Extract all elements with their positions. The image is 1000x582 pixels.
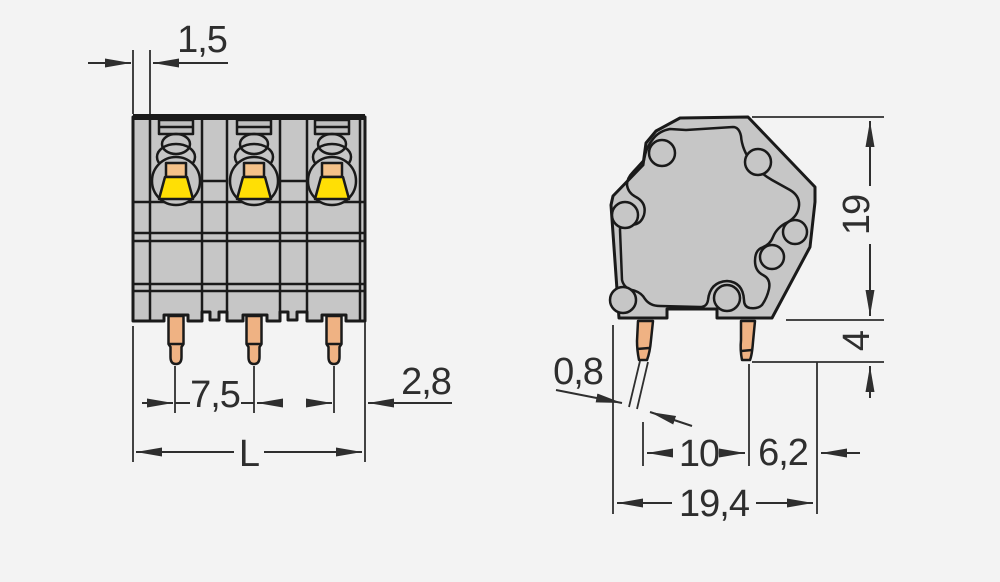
dim-height: 19 — [836, 195, 878, 235]
extension-lines — [612, 116, 884, 514]
extension-lines — [132, 50, 366, 462]
dim-depth: 19,4 — [679, 483, 750, 525]
dim-pin-to-edge: 2,8 — [401, 361, 451, 403]
push-button-actuator — [313, 175, 351, 201]
dim-total-length: L — [239, 433, 259, 475]
dim-pin-pitch: 7,5 — [190, 374, 240, 416]
push-button-actuator — [157, 175, 195, 201]
pole-unit — [228, 118, 280, 207]
dim-pin-spacing: 10 — [679, 433, 719, 475]
clamp-spring-slot — [320, 161, 344, 179]
dim-wall-thickness: 1,5 — [177, 19, 227, 61]
side-holes — [608, 138, 809, 315]
side-solder-pins — [628, 319, 757, 410]
dim-pin-thickness: 0,8 — [553, 351, 603, 393]
pole-unit — [306, 118, 358, 207]
clamp-spring-slot — [242, 161, 266, 179]
clamp-spring-slot — [164, 161, 188, 179]
pole-unit — [150, 118, 202, 207]
side-view — [608, 115, 817, 410]
dim-pin-to-edge-side: 6,2 — [758, 432, 808, 474]
front-partition-lines — [148, 117, 362, 321]
side-inner-contour — [618, 125, 801, 310]
front-view — [131, 114, 367, 366]
dim-pin-length: 4 — [836, 330, 878, 351]
front-dimensions: 1,5 7,5 2,8 L — [88, 19, 452, 475]
front-solder-pins — [167, 314, 343, 366]
side-dimensions: 19 4 0,8 10 6,2 19,4 — [553, 116, 884, 525]
push-button-actuator — [235, 175, 273, 201]
